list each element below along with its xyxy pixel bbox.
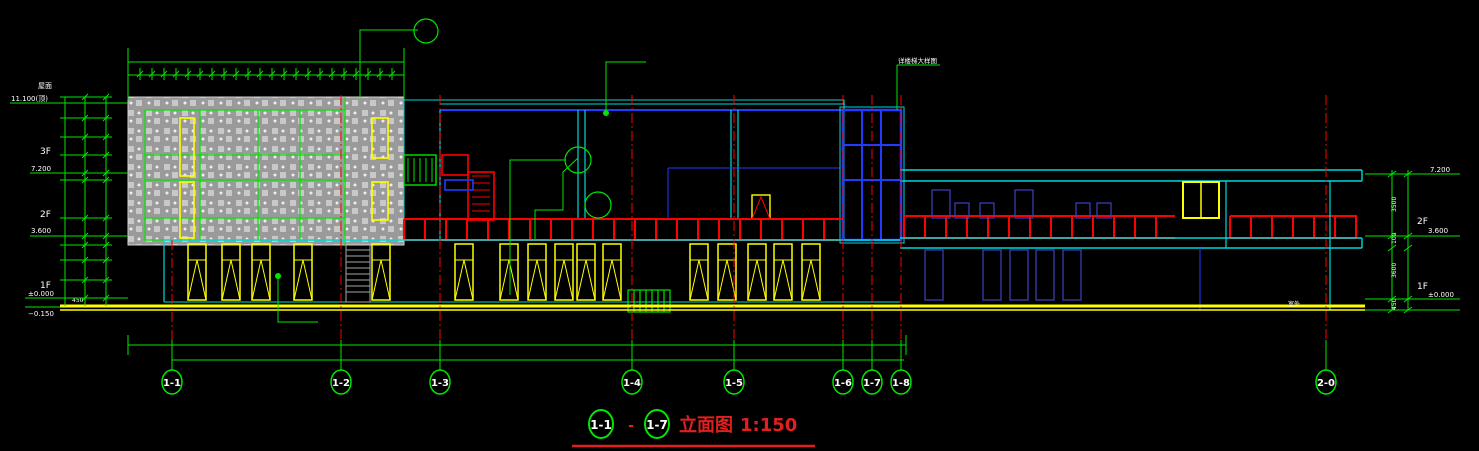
- right-dim-base: 450: [1391, 298, 1398, 310]
- right-dim-lower: 3600: [1391, 263, 1398, 278]
- right-level-2f: 2F: [1417, 217, 1428, 227]
- ground-floor-windows: [187, 243, 821, 301]
- grid-axis-label: 1-1: [163, 378, 181, 389]
- right-level-labels: 7.200 2F 3.600 1F ±0.000 3500 100 3600 4…: [1391, 166, 1454, 310]
- ground-elev: −0.150: [28, 310, 54, 318]
- callout-circles: [413, 18, 612, 219]
- title-grid-start: 1-1: [590, 418, 612, 432]
- grid-axis-1-6: 1-6: [832, 360, 854, 395]
- title-grid-end: 1-7: [646, 418, 668, 432]
- grid-axis-label: 1-2: [332, 378, 350, 389]
- grid-axis-lines: [171, 95, 1327, 345]
- grid-axis-1-3: 1-3: [429, 360, 451, 395]
- grid-axis-1-8: 1-8: [890, 360, 912, 395]
- level-1f-elev: ±0.000: [28, 290, 54, 298]
- level-3f-elev: 7.200: [31, 165, 51, 173]
- tower-windows: [179, 117, 389, 239]
- left-tower: [127, 96, 405, 246]
- roof-elevation: 11.100(顶): [11, 95, 48, 103]
- roof-label: 屋面: [38, 82, 52, 90]
- grid-axis-label: 2-0: [1317, 378, 1335, 389]
- level-2f: 2F: [40, 210, 51, 220]
- stair-detail-note: 详楼梯大样图: [898, 56, 937, 65]
- title-dash: -: [628, 418, 634, 434]
- right-level-2f-elev: 3.600: [1428, 227, 1448, 235]
- grid-axis-1-5: 1-5: [723, 360, 745, 395]
- drawing-title: 1-1 - 1-7 立面图 1:150: [572, 409, 815, 448]
- grid-axis-1-2: 1-2: [330, 360, 352, 395]
- dimension-lines: [64, 29, 1409, 361]
- grid-axis-label: 1-3: [431, 378, 449, 389]
- title-axis-bubble-start: [588, 409, 614, 439]
- grid-axis-label: 1-4: [623, 378, 641, 389]
- title-text: 立面图: [679, 414, 733, 436]
- grid-axis-label: 1-6: [834, 378, 852, 389]
- right-dim-upper: 3500: [1391, 197, 1398, 212]
- entrance-stair: [627, 289, 671, 313]
- level-1f: 1F: [40, 281, 51, 291]
- level-3f: 3F: [40, 147, 51, 157]
- grid-axis-1-1: 1-1: [161, 360, 183, 395]
- left-level-labels: 屋面 11.100(顶) 3F 7.200 2F 3.600 1F ±0.000…: [11, 82, 84, 318]
- grid-axis-1-7: 1-7: [861, 360, 883, 395]
- title-scale: 1:150: [740, 415, 797, 436]
- grey-stair-left: [345, 243, 371, 303]
- grid-axis-1-4: 1-4: [621, 360, 643, 395]
- grid-axis-label: 1-8: [892, 378, 910, 389]
- grid-axis-2-0: 2-0: [1315, 360, 1337, 395]
- right-level-1f: 1F: [1417, 282, 1428, 292]
- grid-axis-label: 1-5: [725, 378, 743, 389]
- right-top-elev: 7.200: [1430, 166, 1450, 174]
- right-level-1f-elev: ±0.000: [1428, 291, 1454, 299]
- grid-axis-bubbles: 1-1 1-2 1-3 1-4 1-5 1-6 1-7 1-8 2-0: [161, 340, 1337, 395]
- right-wing-windows: [924, 181, 1331, 310]
- level-2f-elev: 3.600: [31, 227, 51, 235]
- slab-lines: [163, 169, 1363, 303]
- dim-left-small: 450: [72, 297, 84, 304]
- right-dim-mid: 100: [1391, 232, 1398, 244]
- stone-cladding-facade: [128, 97, 404, 245]
- grid-axis-label: 1-7: [863, 378, 881, 389]
- title-axis-bubble-end: [644, 409, 670, 439]
- outdoor-note: 室外: [1288, 300, 1300, 308]
